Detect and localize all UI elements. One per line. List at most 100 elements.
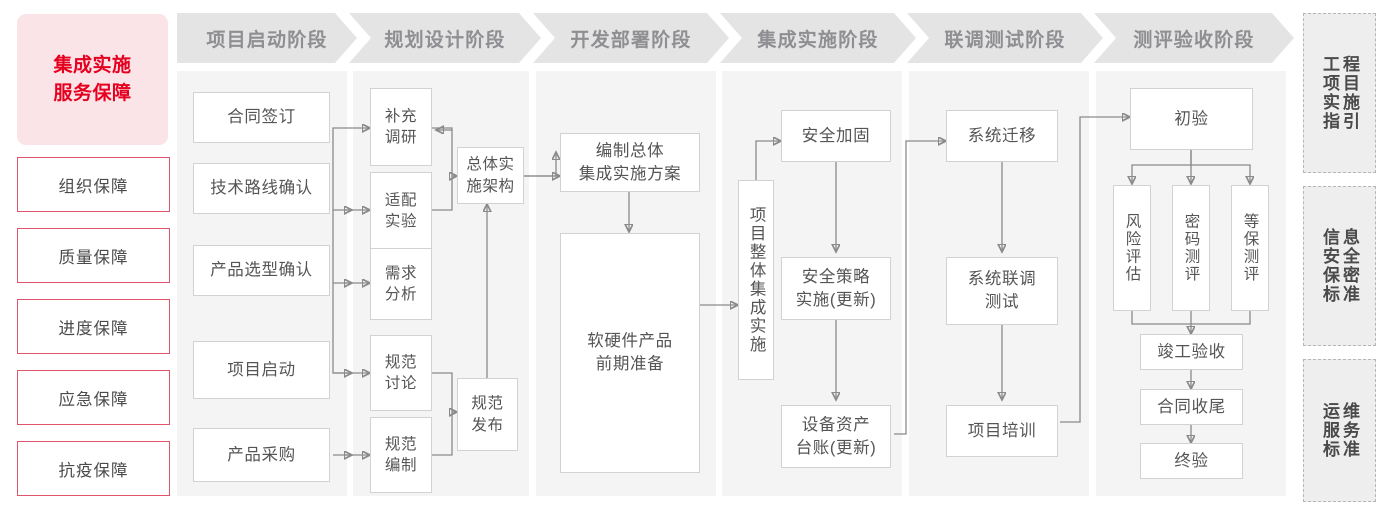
node-supplementary-research[interactable]: 补充 调研 [370, 88, 432, 166]
standard-ops-service[interactable]: 维务准 运服标 [1303, 359, 1376, 502]
phase-header-4[interactable]: 集成实施阶段 [720, 13, 916, 63]
node-asset-ledger[interactable]: 设备资产 台账(更新) [781, 405, 891, 468]
node-spec-drafting[interactable]: 规范 编制 [370, 417, 432, 493]
node-overall-integration-impl[interactable]: 项目整体集成实施 [738, 180, 774, 380]
node-completion-acceptance-label: 竣工验收 [1157, 342, 1226, 361]
node-supplementary-research-line1: 补充 [384, 107, 418, 125]
phase-header-3[interactable]: 开发部署阶段 [533, 13, 729, 63]
node-system-joint-test-line1: 系统联调 [967, 270, 1037, 289]
guarantee-item-1[interactable]: 质量保障 [17, 228, 170, 283]
guarantee-item-0[interactable]: 组织保障 [17, 157, 170, 212]
node-supplementary-research-line2: 调研 [384, 129, 418, 146]
guarantee-item-1-label: 质量保障 [58, 248, 129, 267]
node-draft-integration-plan-line1: 编制总体 [595, 141, 665, 160]
phase-header-2-label: 规划设计阶段 [384, 29, 506, 51]
standard-engineering-guide-col-left: 工项实指 [1320, 55, 1339, 131]
node-hw-sw-preparation-line1: 软硬件产品 [587, 332, 673, 351]
phase-header-1-label: 项目启动阶段 [206, 29, 328, 51]
node-final-acceptance-label: 终验 [1174, 451, 1209, 470]
node-system-joint-test-line2: 测试 [984, 293, 1020, 311]
node-hw-sw-preparation-line2: 前期准备 [595, 355, 665, 373]
node-security-policy-impl-line2: 实施(更新) [795, 290, 877, 309]
node-system-migration[interactable]: 系统迁移 [946, 110, 1058, 162]
guarantee-title-line2: 服务保障 [53, 82, 132, 104]
node-cryptography-evaluation-label: 密码测评 [1182, 213, 1200, 283]
node-draft-integration-plan-line2: 集成实施方案 [578, 164, 682, 183]
node-product-selection-confirm-label: 产品选型确认 [210, 261, 313, 280]
node-adaptation-test[interactable]: 适配 实验 [370, 172, 432, 250]
node-system-joint-test[interactable]: 系统联调 测试 [946, 257, 1058, 325]
phase-header-6[interactable]: 测评验收阶段 [1094, 13, 1294, 63]
node-security-hardening-label: 安全加固 [801, 126, 871, 145]
node-adaptation-test-line1: 适配 [384, 191, 418, 209]
node-project-training-label: 项目培训 [967, 421, 1037, 440]
node-contract-closure[interactable]: 合同收尾 [1140, 389, 1243, 425]
guarantee-item-0-label: 组织保障 [58, 177, 129, 196]
node-security-hardening[interactable]: 安全加固 [781, 110, 891, 162]
node-spec-release-line2: 发布 [471, 416, 504, 434]
standard-ops-service-col-left: 运服标 [1320, 402, 1339, 459]
guarantee-title-box: 集成实施 服务保障 [17, 14, 168, 145]
guarantee-item-4[interactable]: 抗疫保障 [17, 441, 170, 496]
standard-infosec-confidentiality-col-left: 信安保标 [1320, 228, 1339, 304]
phase-header-4-label: 集成实施阶段 [757, 29, 879, 51]
node-draft-integration-plan[interactable]: 编制总体 集成实施方案 [560, 133, 700, 192]
node-risk-assessment[interactable]: 风险评估 [1113, 185, 1151, 311]
node-final-acceptance[interactable]: 终验 [1140, 443, 1243, 479]
node-product-selection-confirm[interactable]: 产品选型确认 [193, 245, 330, 296]
node-security-policy-impl[interactable]: 安全策略 实施(更新) [781, 257, 891, 320]
standard-engineering-guide-col-right: 程目施引 [1340, 55, 1360, 131]
node-contract-closure-label: 合同收尾 [1157, 397, 1226, 416]
node-contract-signing[interactable]: 合同签订 [193, 92, 330, 143]
guarantee-item-3-label: 应急保障 [58, 390, 129, 409]
node-requirement-analysis[interactable]: 需求 分析 [370, 248, 432, 320]
node-spec-discussion-line1: 规范 [384, 353, 418, 371]
phase-header-5[interactable]: 联调测试阶段 [907, 13, 1103, 63]
standard-infosec-confidentiality[interactable]: 息全密准 信安保标 [1303, 186, 1376, 346]
node-tech-route-confirm-label: 技术路线确认 [210, 179, 313, 198]
node-tech-route-confirm[interactable]: 技术路线确认 [193, 163, 330, 214]
node-overall-impl-architecture-line1: 总体实 [466, 156, 515, 174]
node-completion-acceptance[interactable]: 竣工验收 [1140, 334, 1243, 370]
node-mlps-evaluation[interactable]: 等保测评 [1231, 185, 1269, 311]
node-project-training[interactable]: 项目培训 [946, 405, 1058, 457]
phase-header-1[interactable]: 项目启动阶段 [177, 13, 357, 63]
node-cryptography-evaluation[interactable]: 密码测评 [1172, 185, 1210, 311]
node-overall-integration-impl-label: 项目整体集成实施 [747, 206, 766, 354]
phase-header-3-label: 开发部署阶段 [570, 29, 692, 51]
node-hw-sw-preparation[interactable]: 软硬件产品 前期准备 [560, 233, 700, 473]
node-spec-discussion-line2: 讨论 [384, 375, 418, 392]
node-preliminary-acceptance-label: 初验 [1174, 109, 1209, 128]
node-spec-drafting-line2: 编制 [384, 457, 418, 474]
node-product-procurement-label: 产品采购 [227, 445, 296, 464]
node-requirement-analysis-line1: 需求 [384, 264, 418, 282]
guarantee-item-2-label: 进度保障 [58, 319, 129, 338]
guarantee-title-line1: 集成实施 [53, 54, 132, 76]
phase-header-5-label: 联调测试阶段 [944, 29, 1066, 51]
node-mlps-evaluation-label: 等保测评 [1241, 213, 1259, 283]
node-adaptation-test-line2: 实验 [384, 213, 418, 230]
node-spec-release[interactable]: 规范 发布 [457, 378, 518, 451]
phase-header-6-label: 测评验收阶段 [1133, 29, 1255, 51]
guarantee-item-3[interactable]: 应急保障 [17, 370, 170, 425]
node-overall-impl-architecture-line2: 施架构 [466, 177, 515, 195]
node-security-policy-impl-line1: 安全策略 [801, 267, 871, 286]
node-system-migration-label: 系统迁移 [967, 126, 1037, 145]
node-overall-impl-architecture[interactable]: 总体实 施架构 [457, 147, 524, 204]
guarantee-item-4-label: 抗疫保障 [58, 461, 129, 480]
node-asset-ledger-line1: 设备资产 [801, 415, 871, 434]
node-requirement-analysis-line2: 分析 [384, 286, 418, 303]
node-asset-ledger-line2: 台账(更新) [795, 438, 877, 457]
phase-header-2[interactable]: 规划设计阶段 [349, 13, 541, 63]
standard-engineering-guide[interactable]: 程目施引 工项实指 [1303, 13, 1376, 173]
node-project-kickoff-label: 项目启动 [227, 360, 296, 379]
standard-ops-service-col-right: 维务准 [1340, 402, 1360, 459]
node-preliminary-acceptance[interactable]: 初验 [1130, 88, 1253, 150]
guarantee-item-2[interactable]: 进度保障 [17, 299, 170, 354]
node-product-procurement[interactable]: 产品采购 [193, 428, 330, 482]
node-contract-signing-label: 合同签订 [227, 108, 296, 127]
node-spec-discussion[interactable]: 规范 讨论 [370, 335, 432, 411]
standard-infosec-confidentiality-col-right: 息全密准 [1340, 228, 1360, 304]
node-project-kickoff[interactable]: 项目启动 [193, 341, 330, 399]
